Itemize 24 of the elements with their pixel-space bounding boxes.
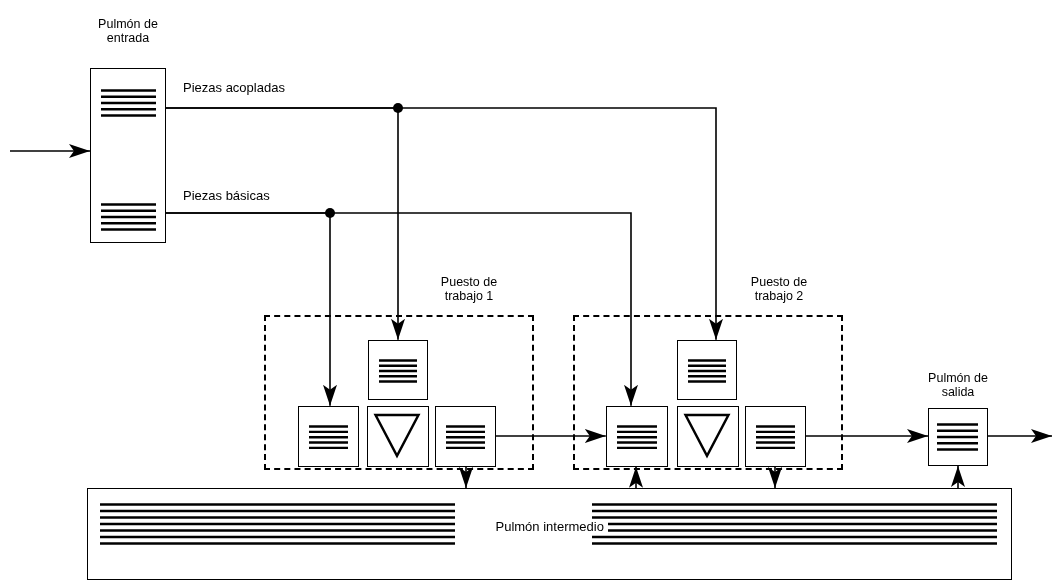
edge-label: Piezas básicas (183, 188, 270, 203)
node-heading: Pulmón de entrada (97, 17, 159, 45)
buffer-box (367, 339, 428, 400)
edge-label: Piezas acopladas (183, 80, 285, 95)
buffer-box (434, 405, 496, 467)
arrow (459, 466, 473, 489)
machine-box (366, 405, 429, 467)
buffer-box (297, 405, 359, 467)
arrow (165, 107, 723, 341)
arrow (805, 429, 929, 443)
buffer-bar (87, 488, 1012, 580)
arrow (768, 466, 782, 489)
node-heading: Puesto de trabajo 2 (749, 275, 809, 303)
arrow (165, 212, 638, 407)
node-heading: Pulmón de salida (927, 371, 989, 399)
buffer-box (744, 405, 806, 467)
buffer-box (605, 405, 668, 467)
arrow (495, 429, 607, 443)
buffer-box (676, 339, 737, 400)
machine-box (676, 405, 739, 467)
arrow (9, 144, 91, 158)
arrow (987, 429, 1053, 443)
node-heading: Puesto de trabajo 1 (439, 275, 499, 303)
arrow (951, 465, 965, 489)
